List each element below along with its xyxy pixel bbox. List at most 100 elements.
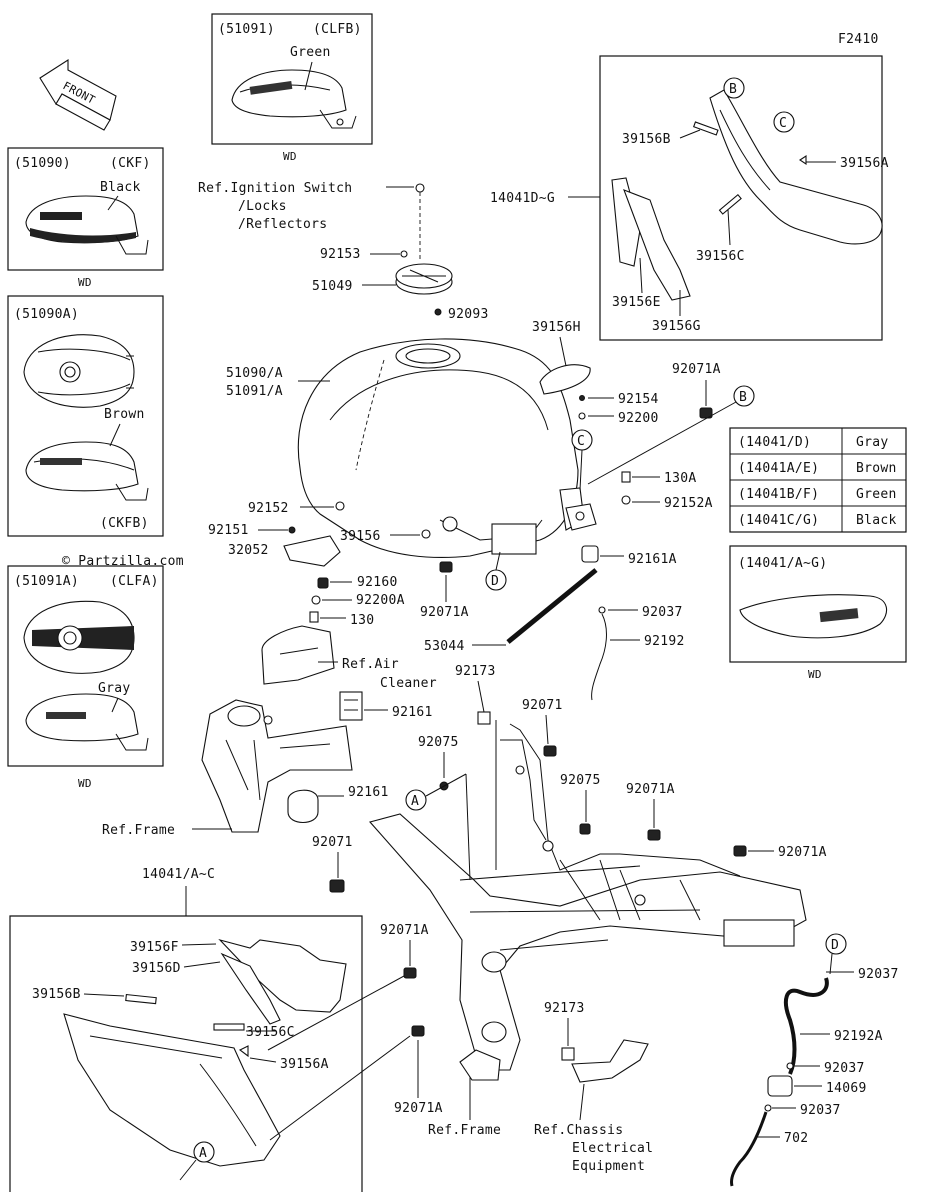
label-92093: 92093	[448, 307, 489, 322]
variant-box-ckfb: (51090A) Brown (CKFB)	[7, 295, 164, 537]
callout-a-letter: A	[199, 1146, 207, 1161]
label-92152: 92152	[248, 501, 289, 516]
label-39156e: 39156E	[612, 295, 661, 310]
bracket-32052	[283, 535, 341, 567]
color-table-color-0: Gray	[856, 435, 889, 450]
variant-color-code: (CLFA)	[110, 574, 159, 589]
label-92154: 92154	[618, 392, 659, 407]
callout-b	[723, 77, 745, 99]
label-39156a: 39156A	[840, 156, 889, 171]
label-14041a-c: 14041/A~C	[142, 867, 215, 882]
label-51049: 51049	[312, 279, 353, 294]
label-92071a-r1: 92071A	[626, 782, 675, 797]
label-39156c: 39156C	[246, 1025, 295, 1040]
label-ref-frame-bottom: Ref.Frame	[428, 1123, 501, 1138]
label-92075-left: 92075	[418, 735, 459, 750]
label-92173-top: 92173	[455, 664, 496, 679]
bracket-32052-right	[565, 503, 597, 531]
label-51090a: 51090/A	[226, 366, 283, 381]
label-39156: 39156	[340, 529, 381, 544]
variant-box-ckf: (51090) (CKF) Black WD	[7, 147, 164, 289]
variant-color-code: (CKF)	[110, 156, 151, 171]
color-table: (14041/D) Gray (14041A/E) Brown (14041B/…	[729, 427, 907, 533]
figure-code: F2410	[838, 32, 879, 47]
label-39156g: 39156G	[652, 319, 701, 334]
variant-code: (14041/A~G)	[738, 556, 827, 571]
label-equipment: Equipment	[572, 1159, 645, 1174]
label-92071a-lower2: 92071A	[394, 1101, 443, 1116]
color-table-code-2: (14041B/F)	[738, 487, 819, 502]
variant-color: Gray	[98, 681, 131, 696]
label-92075-right: 92075	[560, 773, 601, 788]
callout-b-letter: B	[729, 82, 737, 97]
label-92200: 92200	[618, 411, 659, 426]
label-51091a: 51091/A	[226, 384, 283, 399]
callout-d	[825, 933, 847, 955]
label-92037-1: 92037	[858, 967, 899, 982]
variant-code: (51090A)	[14, 307, 79, 322]
color-table-color-3: Black	[856, 513, 897, 528]
label-92192a: 92192A	[834, 1029, 883, 1044]
color-table-color-1: Brown	[856, 461, 897, 476]
drain-hose-53044	[506, 568, 598, 644]
callout-c-letter: C	[577, 434, 585, 449]
side-cover-box-right: B C 39156B 39156A 39156C 39156E 39156G	[599, 55, 889, 341]
hose-702	[730, 1111, 768, 1187]
fuel-tank-green-image	[231, 69, 357, 129]
side-cover-image	[739, 594, 888, 639]
label-32052: 32052	[228, 543, 269, 558]
label-92037-2: 92037	[824, 1061, 865, 1076]
callout-b	[733, 385, 755, 407]
rubber-pad-39156h	[539, 364, 591, 395]
variant-color: Black	[100, 180, 141, 195]
side-cover-box-left	[9, 915, 363, 1192]
watermark: © Partzilla.com	[62, 554, 184, 569]
front-arrow-icon: FRONT	[39, 58, 117, 131]
variant-wd: WD	[78, 276, 92, 289]
filler-cap-51049	[395, 263, 453, 295]
callout-d-letter: D	[491, 574, 499, 589]
color-table-color-2: Green	[856, 487, 897, 502]
color-table-code-3: (14041C/G)	[738, 513, 819, 528]
variant-box-clfb: (51091) (CLFB) Green WD	[211, 13, 373, 163]
callout-b-letter: B	[739, 390, 747, 405]
valve-14069	[767, 1075, 793, 1097]
label-130a: 130A	[664, 471, 697, 486]
fuel-tank-top-view-image	[23, 334, 135, 408]
fuel-tank-top-view-gray-image	[23, 600, 135, 674]
label-92173-bottom: 92173	[544, 1001, 585, 1016]
damper-92161	[287, 789, 319, 824]
label-electrical: Electrical	[572, 1141, 653, 1156]
label-92071a-r2: 92071A	[778, 845, 827, 860]
label-130: 130	[350, 613, 374, 628]
label-ref-air: Ref.Air	[342, 657, 399, 672]
label-92071a-top: 92071A	[672, 362, 721, 377]
variant-wd: WD	[78, 777, 92, 790]
label-92071-left: 92071	[312, 835, 353, 850]
label-ref-ignition: Ref.Ignition Switch	[198, 181, 352, 196]
rubber-92161	[339, 691, 363, 721]
variant-box-clfa: (51091A) (CLFA) Gray WD	[7, 565, 164, 790]
variant-color-code: (CLFB)	[313, 22, 362, 37]
variant-color-code: (CKFB)	[100, 516, 149, 531]
callout-a-letter: A	[411, 794, 419, 809]
variant-wd: WD	[283, 150, 297, 163]
label-39156h: 39156H	[532, 320, 581, 335]
callout-c-letter: C	[779, 116, 787, 131]
fuel-tank-gray-image	[25, 693, 149, 751]
label-92161-b: 92161	[348, 785, 389, 800]
label-cleaner: Cleaner	[380, 676, 437, 691]
callout-c	[773, 111, 795, 133]
label-reflectors: /Reflectors	[238, 217, 327, 232]
side-cover-variant-box: (14041/A~G) WD	[729, 545, 907, 681]
label-ref-chassis: Ref.Chassis	[534, 1123, 623, 1138]
label-14041d-g: 14041D~G	[490, 191, 555, 206]
label-locks: /Locks	[238, 199, 287, 214]
variant-code: (51090)	[14, 156, 71, 171]
label-92200a: 92200A	[356, 593, 405, 608]
label-39156d: 39156D	[132, 961, 181, 976]
label-92161-a: 92161	[392, 705, 433, 720]
right-side-cover-image	[611, 89, 883, 301]
variant-code: (51091)	[218, 22, 275, 37]
